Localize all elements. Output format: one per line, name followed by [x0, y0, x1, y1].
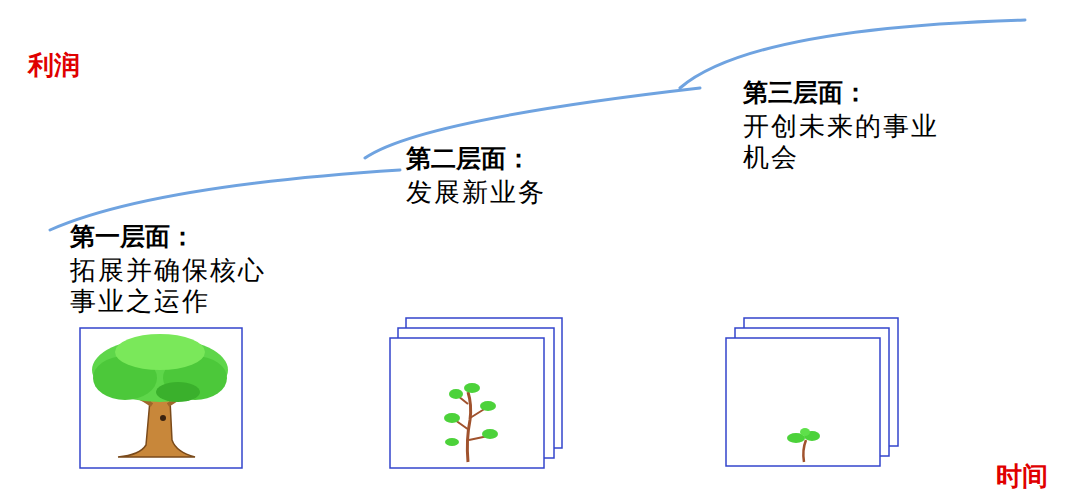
axis-label: 时间 [996, 461, 1076, 491]
curve-segment [680, 20, 1025, 88]
horizon-heading: 第一层面： [70, 222, 270, 252]
seedling-icon [787, 428, 820, 462]
horizon-heading: 第三层面： [743, 78, 943, 108]
horizon-description: 发展新业务 [406, 177, 620, 208]
horizon-description: 开创未来的事业机会 [743, 111, 957, 173]
sapling-icon [444, 383, 498, 462]
horizon-description: 拓展并确保核心事业之运作 [70, 255, 284, 317]
image-frame [726, 338, 880, 466]
curve-segment [50, 170, 400, 230]
horizon-heading: 第二层面： [406, 144, 606, 174]
image-frame [80, 328, 242, 468]
image-frame [390, 338, 544, 468]
axis-label: 利润 [28, 50, 108, 80]
tree-icon [92, 334, 228, 457]
profit-curve [50, 20, 1025, 230]
